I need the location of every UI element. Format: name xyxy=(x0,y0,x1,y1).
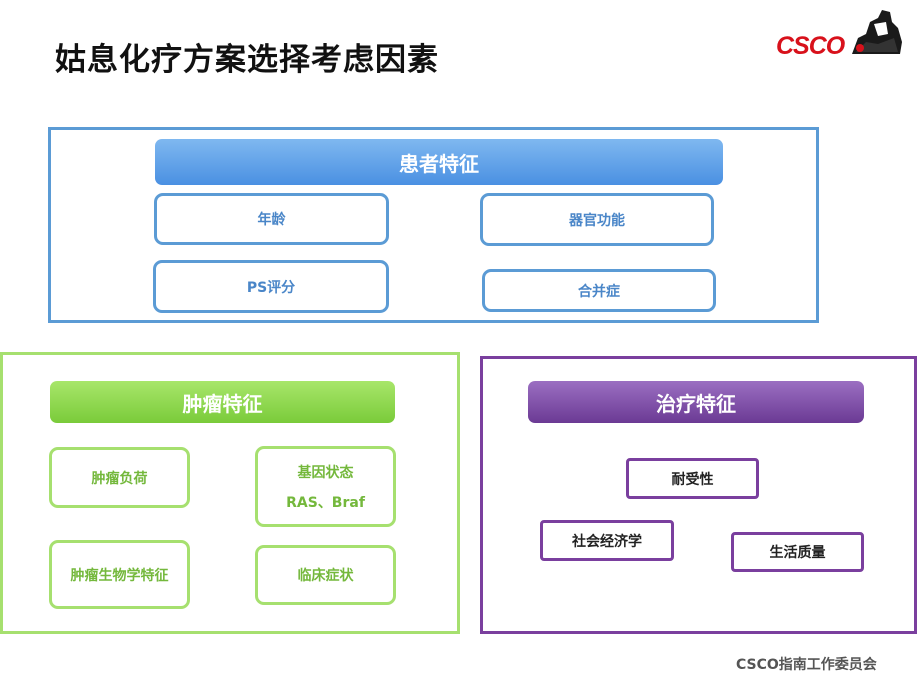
csco-logo: CSCO xyxy=(776,8,906,60)
age-label: 年龄 xyxy=(257,212,286,228)
organ-function-label: 器官功能 xyxy=(569,212,625,229)
tolerance-label: 耐受性 xyxy=(671,471,714,488)
quality-of-life-box: 生活质量 xyxy=(731,532,864,572)
great-wall-seal-icon xyxy=(852,10,902,54)
tumor-panel xyxy=(0,352,460,634)
tumor-biology-box: 肿瘤生物学特征 xyxy=(49,540,190,609)
ps-score-label: PS评分 xyxy=(246,279,296,296)
tumor-header: 肿瘤特征 xyxy=(50,381,395,423)
gene-status-box: 基因状态 RAS、Braf xyxy=(255,446,396,527)
clinical-symptoms-box: 临床症状 xyxy=(255,545,396,605)
patient-header: 患者特征 xyxy=(155,139,723,185)
tumor-burden-box: 肿瘤负荷 xyxy=(49,447,190,508)
age-box: 年龄 xyxy=(154,193,389,245)
footer-credit: CSCO指南工作委员会 xyxy=(736,657,877,673)
tolerance-box: 耐受性 xyxy=(626,458,759,499)
comorbidity-box: 合并症 xyxy=(482,269,716,312)
treatment-panel xyxy=(480,356,917,634)
patient-panel xyxy=(48,127,819,323)
gene-status-detail: RAS、Braf xyxy=(286,494,365,511)
gene-status-label: 基因状态 xyxy=(297,464,354,481)
organ-function-box: 器官功能 xyxy=(480,193,714,246)
logo-text: CSCO xyxy=(776,32,845,60)
slide-title: 姑息化疗方案选择考虑因素 xyxy=(55,42,439,78)
socioeconomic-box: 社会经济学 xyxy=(540,520,674,561)
treatment-header: 治疗特征 xyxy=(528,381,864,423)
socioeconomic-label: 社会经济学 xyxy=(572,533,642,550)
quality-of-life-label: 生活质量 xyxy=(769,545,826,561)
comorbidity-label: 合并症 xyxy=(578,283,620,300)
ps-score-box: PS评分 xyxy=(153,260,389,313)
tumor-burden-label: 肿瘤负荷 xyxy=(91,470,148,487)
clinical-symptoms-label: 临床症状 xyxy=(297,568,354,584)
tumor-biology-label: 肿瘤生物学特征 xyxy=(70,567,169,584)
